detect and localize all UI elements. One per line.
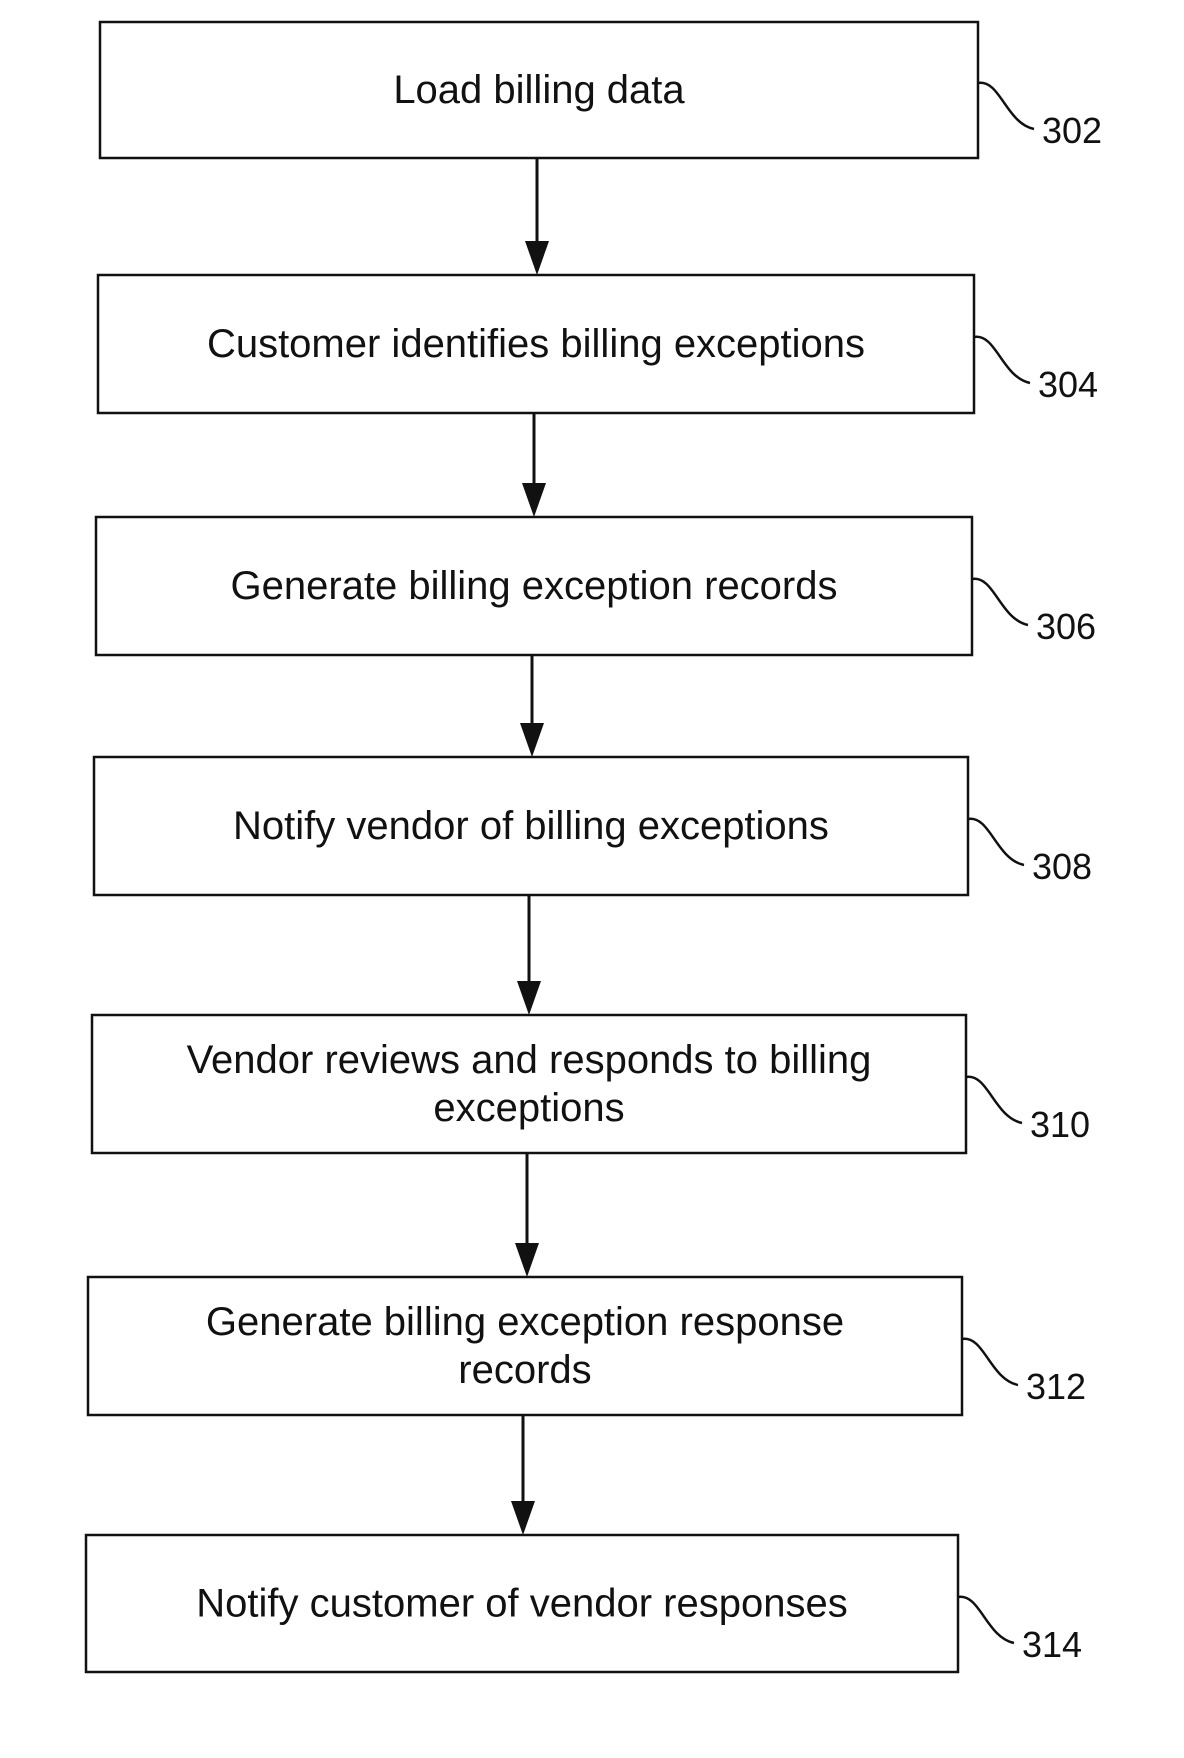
step-label: Notify vendor of billing exceptions — [233, 804, 829, 848]
flow-arrow — [511, 1415, 535, 1535]
reference-leader-line — [958, 1597, 1014, 1643]
flow-step-302: Load billing data 302 — [100, 22, 1102, 158]
flow-step-308: Notify vendor of billing exceptions 308 — [94, 757, 1092, 895]
step-label: Vendor reviews and responds to billing — [187, 1038, 872, 1082]
reference-number: 306 — [1036, 606, 1096, 647]
reference-number: 304 — [1038, 364, 1098, 405]
flow-arrow — [520, 655, 544, 757]
flow-arrow — [522, 413, 546, 517]
arrowhead-icon — [525, 241, 549, 275]
reference-number: 308 — [1032, 846, 1092, 887]
step-box — [92, 1015, 966, 1153]
step-label: Notify customer of vendor responses — [196, 1582, 847, 1626]
step-label: Generate billing exception records — [230, 564, 837, 608]
step-label: exceptions — [433, 1086, 624, 1130]
arrowhead-icon — [511, 1501, 535, 1535]
step-label: Load billing data — [393, 68, 685, 112]
flow-arrow — [515, 1153, 539, 1277]
reference-number: 310 — [1030, 1104, 1090, 1145]
reference-leader-line — [972, 579, 1028, 625]
arrowhead-icon — [515, 1243, 539, 1277]
reference-leader-line — [978, 83, 1034, 129]
flow-arrow — [517, 895, 541, 1015]
reference-number: 312 — [1026, 1366, 1086, 1407]
step-label: Generate billing exception response — [206, 1300, 844, 1344]
flow-arrow — [525, 158, 549, 275]
flow-step-304: Customer identifies billing exceptions 30… — [98, 275, 1098, 413]
reference-leader-line — [968, 819, 1024, 865]
flow-step-312: Generate billing exception responserecor… — [88, 1277, 1086, 1415]
reference-number: 314 — [1022, 1624, 1082, 1665]
reference-leader-line — [966, 1077, 1022, 1123]
flow-step-310: Vendor reviews and responds to billingex… — [92, 1015, 1090, 1153]
arrowhead-icon — [517, 981, 541, 1015]
flow-step-314: Notify customer of vendor responses 314 — [86, 1535, 1082, 1672]
reference-leader-line — [962, 1339, 1018, 1385]
arrowhead-icon — [522, 483, 546, 517]
step-box — [88, 1277, 962, 1415]
flow-steps: Load billing data 302Customer identifies … — [86, 22, 1102, 1672]
reference-leader-line — [974, 337, 1030, 383]
step-label: Customer identifies billing exceptions — [207, 322, 865, 366]
step-label: records — [458, 1348, 591, 1392]
arrowhead-icon — [520, 723, 544, 757]
reference-number: 302 — [1042, 110, 1102, 151]
flow-step-306: Generate billing exception records 306 — [96, 517, 1096, 655]
